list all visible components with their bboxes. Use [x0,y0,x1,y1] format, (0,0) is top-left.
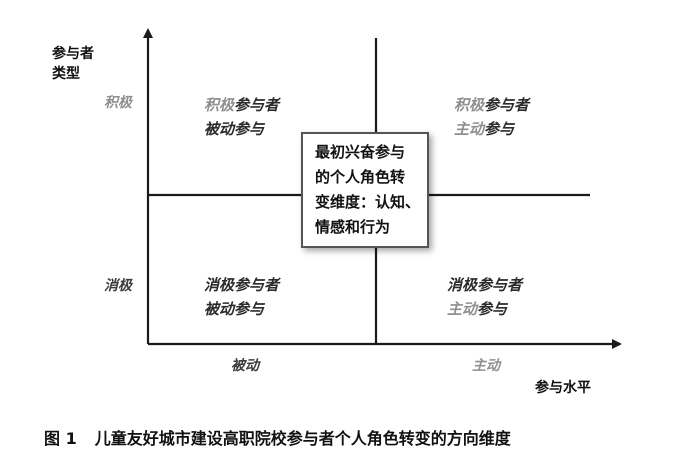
quadrant-label-line: 主动参与 [454,117,529,141]
quadrant-term: 主动 [447,300,478,318]
y-axis-bottom-label: 消极 [104,278,132,294]
figure-number: 图 1 [44,429,77,448]
quadrant-term: 参与 [484,120,515,138]
quadrant-term: 参与 [477,300,508,318]
x-axis-title: 参与水平 [535,380,591,396]
quadrant-term: 被动 [204,300,235,318]
quadrant-term: 积极 [454,96,485,114]
y-axis-title-line1: 参与者 [52,46,94,62]
quadrant-bottom-left: 消极参与者被动参与 [204,273,279,321]
quadrant-label-line: 被动参与 [204,297,279,321]
center-box-line: 情感和行为 [315,218,391,236]
quadrant-label-line: 被动参与 [204,117,279,141]
quadrant-term: 消极 [204,276,235,294]
quadrant-top-right: 积极参与者主动参与 [454,93,529,141]
x-axis-left-label: 被动 [231,358,259,374]
y-axis-top-label: 积极 [104,95,132,111]
figure-caption: 图 1 儿童友好城市建设高职院校参与者个人角色转变的方向维度 [44,425,511,449]
center-box-line: 的个人角色转 [315,168,406,186]
quadrant-term: 参与 [234,300,265,318]
quadrant-label-line: 积极参与者 [454,93,529,117]
quadrant-term: 参与者 [234,276,280,294]
quadrant-term: 参与者 [484,96,530,114]
x-axis-right-label: 主动 [472,358,500,374]
quadrant-term: 积极 [204,96,235,114]
center-box-line: 最初兴奋参与 [315,143,406,161]
quadrant-bottom-right: 消极参与者主动参与 [447,273,522,321]
quadrant-label-line: 消极参与者 [204,273,279,297]
quadrant-label-line: 主动参与 [447,297,522,321]
quadrant-term: 参与者 [234,96,280,114]
quadrant-label-line: 消极参与者 [447,273,522,297]
y-axis-title-line2: 类型 [52,66,80,82]
y-axis-title: 参与者 类型 [52,44,94,84]
quadrant-term: 消极 [447,276,478,294]
quadrant-label-line: 积极参与者 [204,93,279,117]
quadrant-top-left: 积极参与者被动参与 [204,93,279,141]
quadrant-term: 被动 [204,120,235,138]
caption-text: 儿童友好城市建设高职院校参与者个人角色转变的方向维度 [94,429,511,448]
quadrant-term: 参与 [234,120,265,138]
quadrant-term: 参与者 [477,276,523,294]
center-box-line: 变维度：认知、 [315,193,421,211]
quadrant-term: 主动 [454,120,485,138]
center-concept-box: 最初兴奋参与 的个人角色转 变维度：认知、 情感和行为 [301,132,429,248]
